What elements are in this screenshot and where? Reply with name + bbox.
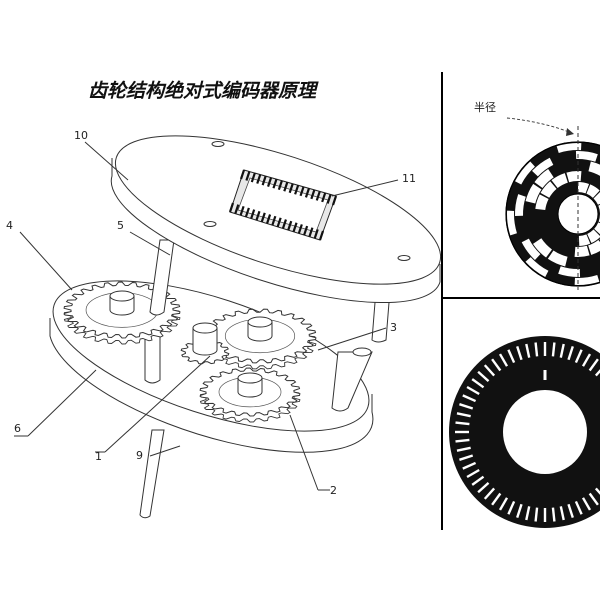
absolute-code-disk-panel: 半径 [474,100,600,290]
callout-11: 11 [402,172,416,185]
callout-4: 4 [6,219,13,232]
support-post [331,347,373,412]
radius-label: 半径 [474,100,496,114]
callout-2: 2 [330,484,337,497]
exploded-assembly: 10 11 5 4 3 6 1 9 2 [6,129,442,519]
diagram-title: 齿轮结构绝对式编码器原理 [88,80,319,102]
output-shaft [139,429,165,519]
incremental-disk-panel [449,336,600,528]
callout-1: 1 [95,450,102,463]
callout-5: 5 [117,219,124,232]
center-pinion [180,322,230,365]
callout-6: 6 [14,422,21,435]
callout-10: 10 [74,129,88,142]
gear-train [63,281,317,423]
callout-labels: 10 11 5 4 3 6 1 9 2 [6,129,416,497]
gray-code-disk [505,141,600,287]
gear-3 [199,367,301,423]
gear-2 [203,308,317,370]
sensor-chip [228,169,338,241]
callout-9: 9 [136,449,143,462]
callout-3: 3 [390,321,397,334]
incremental-slot-disk [449,336,600,528]
